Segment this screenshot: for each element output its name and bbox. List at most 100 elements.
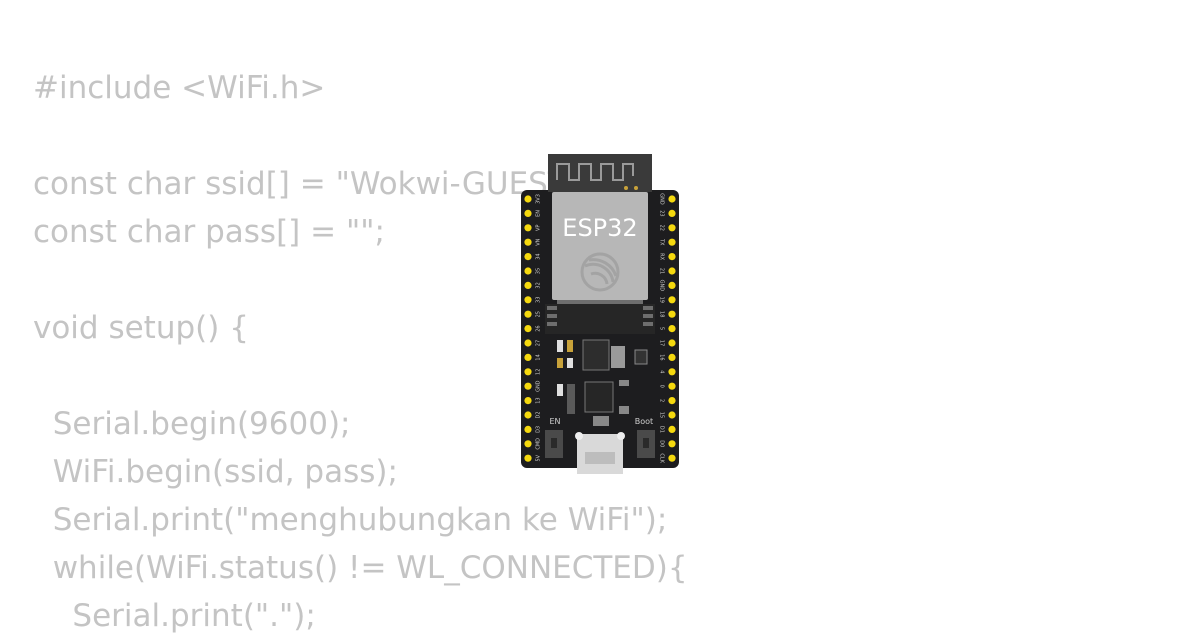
right-pin-label: 23: [659, 210, 665, 216]
code-line: #include <WiFi.h>: [33, 70, 326, 106]
right-pin-label: GND: [659, 280, 665, 292]
right-pin[interactable]: [668, 224, 676, 232]
right-pin[interactable]: [668, 397, 676, 405]
right-pin[interactable]: [668, 310, 676, 318]
right-pin-label: GND: [659, 193, 665, 205]
right-pin[interactable]: [668, 325, 676, 333]
espressif-logo-icon: [580, 252, 620, 292]
left-pin-label: 32: [536, 282, 542, 288]
left-pin-label: 26: [536, 325, 542, 331]
left-pin[interactable]: [524, 368, 532, 376]
left-pin[interactable]: [524, 224, 532, 232]
left-pin[interactable]: [524, 238, 532, 246]
left-pin-label: 25: [536, 311, 542, 317]
right-pin-label: RX: [659, 253, 665, 260]
left-pin-label: 14: [536, 354, 542, 360]
right-pin[interactable]: [668, 238, 676, 246]
right-pin-label: CLK: [659, 453, 665, 463]
code-line: while(WiFi.status() != WL_CONNECTED){: [33, 550, 688, 586]
left-pin[interactable]: [524, 253, 532, 261]
boot-label: Boot: [635, 417, 653, 426]
left-pin[interactable]: [524, 296, 532, 304]
left-pin[interactable]: [524, 397, 532, 405]
left-pin-label: GND: [536, 380, 542, 392]
left-pin-label: 35: [536, 268, 542, 274]
left-pin-label: EN: [536, 210, 542, 217]
left-pin-label: VP: [536, 225, 542, 231]
code-line: const char pass[] = "";: [33, 214, 385, 250]
module-pads: [545, 300, 655, 334]
code-editor-text: #include <WiFi.h>const char ssid[] = "Wo…: [33, 64, 688, 640]
left-pin[interactable]: [524, 425, 532, 433]
antenna-trace: [556, 163, 634, 181]
left-pin-label: D3: [536, 426, 542, 433]
left-pin[interactable]: [524, 281, 532, 289]
left-pin-label: 27: [536, 340, 542, 346]
code-line: Serial.print(".");: [33, 598, 316, 634]
left-pin-label: D2: [536, 411, 542, 418]
left-pin-label: 33: [536, 297, 542, 303]
right-pin-label: 2: [659, 399, 665, 402]
right-pin[interactable]: [668, 209, 676, 217]
left-pin[interactable]: [524, 325, 532, 333]
right-pin-label: 5: [659, 327, 665, 330]
left-pin[interactable]: [524, 382, 532, 390]
right-pin[interactable]: [668, 195, 676, 203]
right-pin[interactable]: [668, 339, 676, 347]
left-pin[interactable]: [524, 339, 532, 347]
left-pin[interactable]: [524, 454, 532, 462]
code-line: void setup() {: [33, 310, 249, 346]
right-pin-label: 21: [659, 268, 665, 274]
right-pin[interactable]: [668, 368, 676, 376]
module-shield: [552, 192, 648, 300]
en-label: EN: [549, 417, 560, 426]
code-line: Serial.print("menghubungkan ke WiFi");: [33, 502, 668, 538]
right-pin[interactable]: [668, 353, 676, 361]
code-line: [33, 112, 688, 160]
en-button[interactable]: [545, 430, 563, 458]
right-pin-label: D1: [659, 426, 665, 433]
right-pin-label: 4: [659, 370, 665, 373]
right-pin[interactable]: [668, 425, 676, 433]
left-pin-label: 34: [536, 253, 542, 259]
left-pin-header: [524, 195, 532, 462]
right-pin[interactable]: [668, 411, 676, 419]
left-pin[interactable]: [524, 310, 532, 318]
right-pin-label: 0: [659, 385, 665, 388]
right-pin-header: [668, 195, 676, 462]
right-pin-label: D0: [659, 440, 665, 447]
right-pin[interactable]: [668, 296, 676, 304]
boot-button[interactable]: [637, 430, 655, 458]
code-line: WiFi.begin(ssid, pass);: [33, 454, 398, 490]
right-pin[interactable]: [668, 267, 676, 275]
right-pin-label: 22: [659, 225, 665, 231]
left-pin-label: 12: [536, 369, 542, 375]
right-pin-label: 19: [659, 297, 665, 303]
left-pin[interactable]: [524, 195, 532, 203]
right-pin[interactable]: [668, 281, 676, 289]
left-pin[interactable]: [524, 267, 532, 275]
module-label: ESP32: [562, 214, 637, 242]
esp32-board[interactable]: ESP32: [519, 154, 681, 478]
left-pin-label: CMD: [536, 438, 542, 450]
left-pin[interactable]: [524, 440, 532, 448]
left-pin[interactable]: [524, 209, 532, 217]
right-pin[interactable]: [668, 454, 676, 462]
left-pin-label: 5V: [536, 454, 542, 461]
left-pin[interactable]: [524, 411, 532, 419]
right-pin-label: 16: [659, 354, 665, 360]
left-pin-label: VN: [536, 238, 542, 245]
code-line: Serial.begin(9600);: [33, 406, 351, 442]
left-pin-label: 13: [536, 397, 542, 403]
right-pin[interactable]: [668, 440, 676, 448]
right-pin-label: TX: [659, 238, 665, 246]
right-pin[interactable]: [668, 253, 676, 261]
usb-port[interactable]: [575, 432, 625, 474]
left-pin-label: 3V3: [536, 194, 542, 204]
right-pin[interactable]: [668, 382, 676, 390]
right-pin-label: 15: [659, 412, 665, 418]
left-pin[interactable]: [524, 353, 532, 361]
right-pin-label: 18: [659, 311, 665, 317]
